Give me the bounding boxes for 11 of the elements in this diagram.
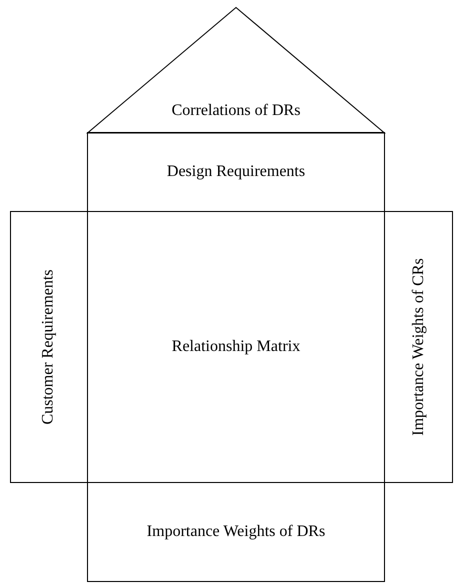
matrix-section: [87, 132, 385, 212]
section-label: Customer Requirements: [40, 269, 58, 425]
section-label: Importance Weights of CRs: [410, 258, 428, 436]
section-label: Relationship Matrix: [172, 338, 300, 356]
matrix-section: [384, 211, 453, 483]
roof-triangle: [87, 7, 385, 133]
matrix-section: [10, 211, 88, 483]
matrix-section: [87, 482, 385, 582]
section-label: Design Requirements: [166, 163, 306, 181]
section-label: Correlations of DRs: [172, 102, 300, 120]
section-label: Importance Weights of DRs: [146, 523, 326, 541]
